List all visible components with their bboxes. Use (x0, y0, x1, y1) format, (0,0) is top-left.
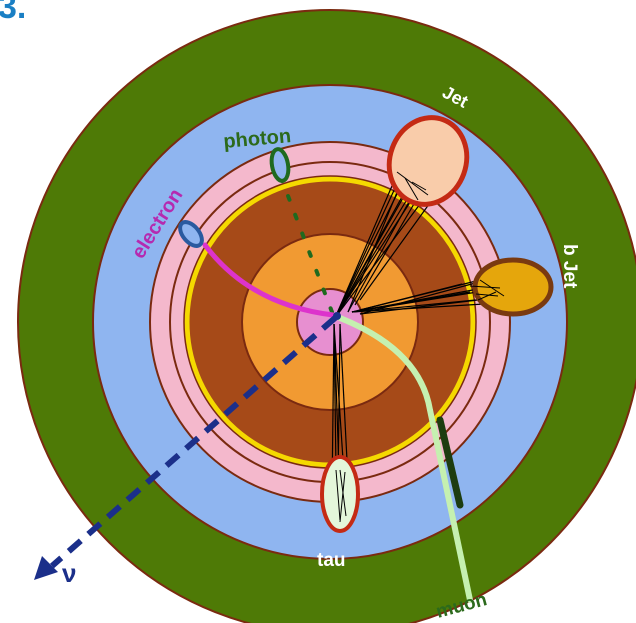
interaction-point (333, 312, 341, 320)
muon-trajectory (337, 315, 473, 603)
jet-tracks (334, 171, 433, 319)
tau-tracks-inner (335, 469, 347, 523)
neutrino-arrowhead (34, 556, 58, 580)
jet-tracks-inner (396, 171, 429, 201)
b-jet-deposit (472, 257, 554, 317)
jet-deposit (386, 115, 470, 207)
b-jet-label: b Jet (559, 244, 580, 289)
figure-number: 3. (0, 0, 26, 26)
electron-deposit (178, 220, 204, 248)
b-jet-tracks-inner (469, 279, 505, 301)
photon-deposit (269, 147, 291, 183)
neutrino-trajectory (50, 315, 337, 569)
tau-deposit (320, 455, 360, 533)
neutrino-label: ν (62, 558, 76, 588)
photon-trajectory (280, 178, 334, 314)
muon-chamber-hit (436, 416, 464, 509)
electron-trajectory (202, 242, 336, 318)
tau-label: tau (317, 550, 346, 571)
